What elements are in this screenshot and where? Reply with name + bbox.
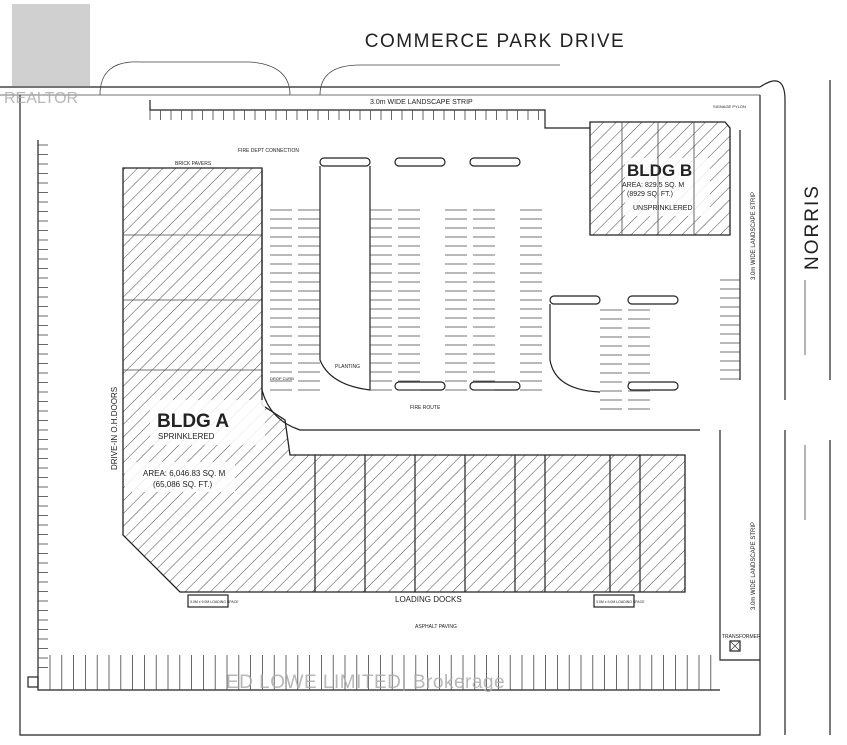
planting-label: PLANTING <box>335 364 360 370</box>
asphalt-label: ASPHALT PAVING <box>415 624 457 630</box>
building-a-area-m: AREA: 6,046.83 SQ. M <box>143 469 226 478</box>
fire-dept-label: FIRE DEPT CONNECTION <box>238 148 299 154</box>
landscape-strip-east-label: 3.0m WIDE LANDSCAPE STRIP <box>751 192 757 280</box>
brokerage-watermark: ED LOWE LIMITED, Brokerage <box>226 672 506 693</box>
svg-text:3.0M x 9.0M LOADING SPACE: 3.0M x 9.0M LOADING SPACE <box>190 600 239 604</box>
street-label-east: NORRIS <box>802 184 823 270</box>
building-b-sprinkler: UNSPRINKLERED <box>633 205 693 212</box>
commerce-park-drive: COMMERCE PARK DRIVE <box>0 31 760 96</box>
fire-route-label: FIRE ROUTE <box>410 405 441 411</box>
realtor-logo: REALTOR <box>2 0 97 110</box>
drive-in-doors-label: DRIVE-IN O.H.DOORS <box>110 387 119 470</box>
drop-curb-label: DROP CURB <box>270 376 294 381</box>
norris-street: NORRIS <box>759 80 831 735</box>
building-a-name: BLDG A <box>157 411 229 432</box>
street-label-north: COMMERCE PARK DRIVE <box>365 31 625 52</box>
landscape-strip-east2-label: 3.0m WIDE LANDSCAPE STRIP <box>751 522 757 610</box>
building-a-unit-dividers <box>123 234 641 592</box>
building-a-area-ft: (65,086 SQ. FT.) <box>153 480 212 489</box>
landscape-strip-label: 3.0m WIDE LANDSCAPE STRIP <box>370 99 473 106</box>
parking-stalls <box>38 110 740 690</box>
transformer-label: TRANSFORMER <box>722 634 761 640</box>
loading-space-west <box>187 594 229 608</box>
svg-text:3.0M x 9.0M LOADING SPACE: 3.0M x 9.0M LOADING SPACE <box>596 600 645 604</box>
building-b-area-ft: (8929 SQ. FT.) <box>627 191 673 198</box>
parking-islands <box>261 130 760 661</box>
property-line <box>19 95 761 736</box>
building-a-sprinkler: SPRINKLERED <box>158 432 215 441</box>
building-b-area-m: AREA: 829.5 SQ. M <box>622 182 684 189</box>
loading-docks-label: LOADING DOCKS <box>395 595 462 604</box>
loading-space-east <box>593 594 635 608</box>
building-b-name: BLDG B <box>627 161 692 180</box>
signage-label: SIGNAGE PYLON <box>713 104 746 109</box>
brick-pavers-label: BRICK PAVERS <box>175 161 212 167</box>
